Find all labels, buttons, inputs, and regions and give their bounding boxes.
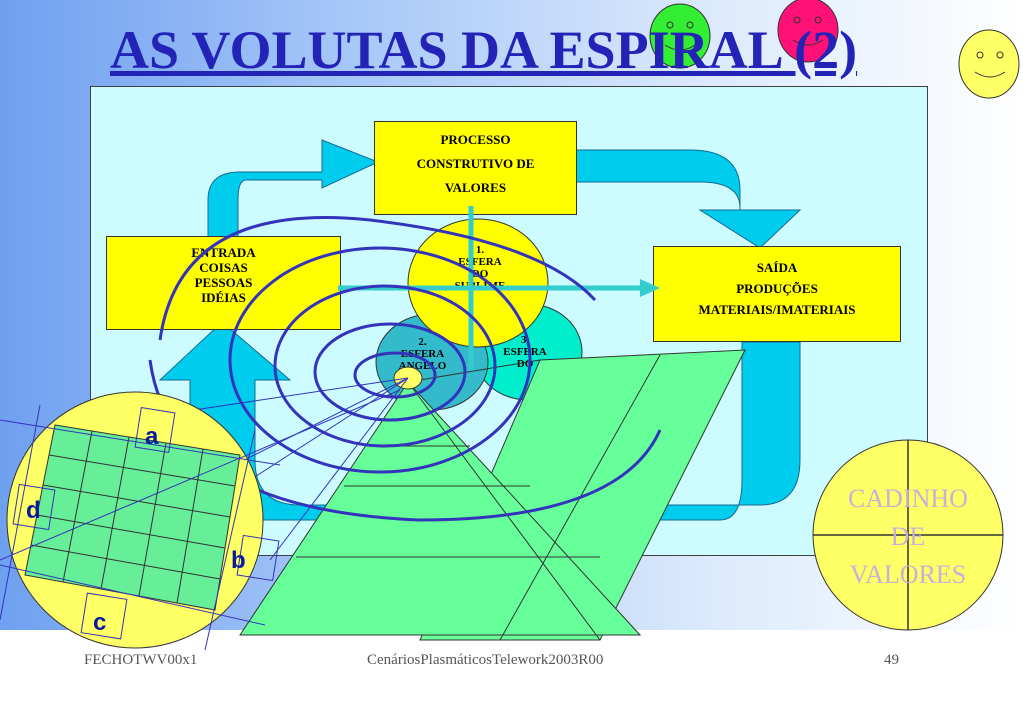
cadinho-line: VALORES bbox=[849, 560, 967, 589]
grid-label-b: b bbox=[231, 547, 246, 574]
cross-arrowhead bbox=[640, 279, 660, 297]
box-processo-construtivo: PROCESSO CONSTRUTIVO DE VALORES bbox=[374, 121, 577, 215]
box-saida-line: MATERIAIS/IMATERIAIS bbox=[698, 302, 856, 317]
box-processo-line: PROCESSO bbox=[440, 132, 511, 147]
grid-label-c: c bbox=[93, 609, 107, 636]
grid-outer-lines bbox=[0, 389, 401, 651]
esfera-3-line: 3. bbox=[520, 334, 530, 346]
footer-left: FECHOTWV00x1 bbox=[84, 652, 198, 668]
pyramid-edge bbox=[407, 381, 601, 641]
esfera-2-line: 2. bbox=[418, 336, 427, 348]
box-saida-line: PRODUÇÕES bbox=[736, 281, 818, 296]
arrow-processo-to-saida bbox=[575, 149, 802, 249]
smiley-green-icon bbox=[649, 3, 711, 69]
cadinho-line: CADINHO bbox=[848, 484, 968, 513]
box-processo-line: CONSTRUTIVO DE bbox=[416, 156, 535, 171]
footer-center: CenáriosPlasmáticosTelework2003R00 bbox=[367, 652, 604, 668]
box-entrada-line: IDÉIAS bbox=[201, 290, 246, 305]
box-saida: SAÍDA PRODUÇÕES MATERIAIS/IMATERIAIS bbox=[653, 246, 901, 342]
esfera-2-line: ESFERA bbox=[400, 348, 445, 360]
box-processo-line: VALORES bbox=[444, 180, 507, 195]
arrow-entrada-to-processo bbox=[207, 139, 380, 241]
box-entrada-line: COISAS bbox=[199, 260, 248, 275]
smiley-red-icon bbox=[777, 0, 839, 63]
box-entrada-line: PESSOAS bbox=[194, 275, 253, 290]
pyramid-edge bbox=[407, 359, 541, 383]
smiley-yellow-icon bbox=[958, 29, 1020, 99]
cadinho-label: CADINHO DE VALORES bbox=[818, 480, 998, 594]
grid-lines bbox=[30, 430, 236, 604]
esfera-1-line: DO bbox=[471, 268, 489, 280]
box-saida-line: SAÍDA bbox=[756, 260, 798, 275]
cadinho-line: DE bbox=[890, 522, 926, 551]
esfera-1-line: 1. bbox=[475, 244, 485, 256]
slide-title: AS VOLUTAS DA ESPIRAL (2) bbox=[110, 20, 858, 80]
esfera-3-line: ESFERA bbox=[503, 346, 547, 358]
footer-page-number: 49 bbox=[884, 652, 899, 668]
grid-label-a: a bbox=[145, 423, 159, 450]
grid-label-d: d bbox=[26, 497, 41, 524]
grid-square bbox=[24, 424, 241, 611]
